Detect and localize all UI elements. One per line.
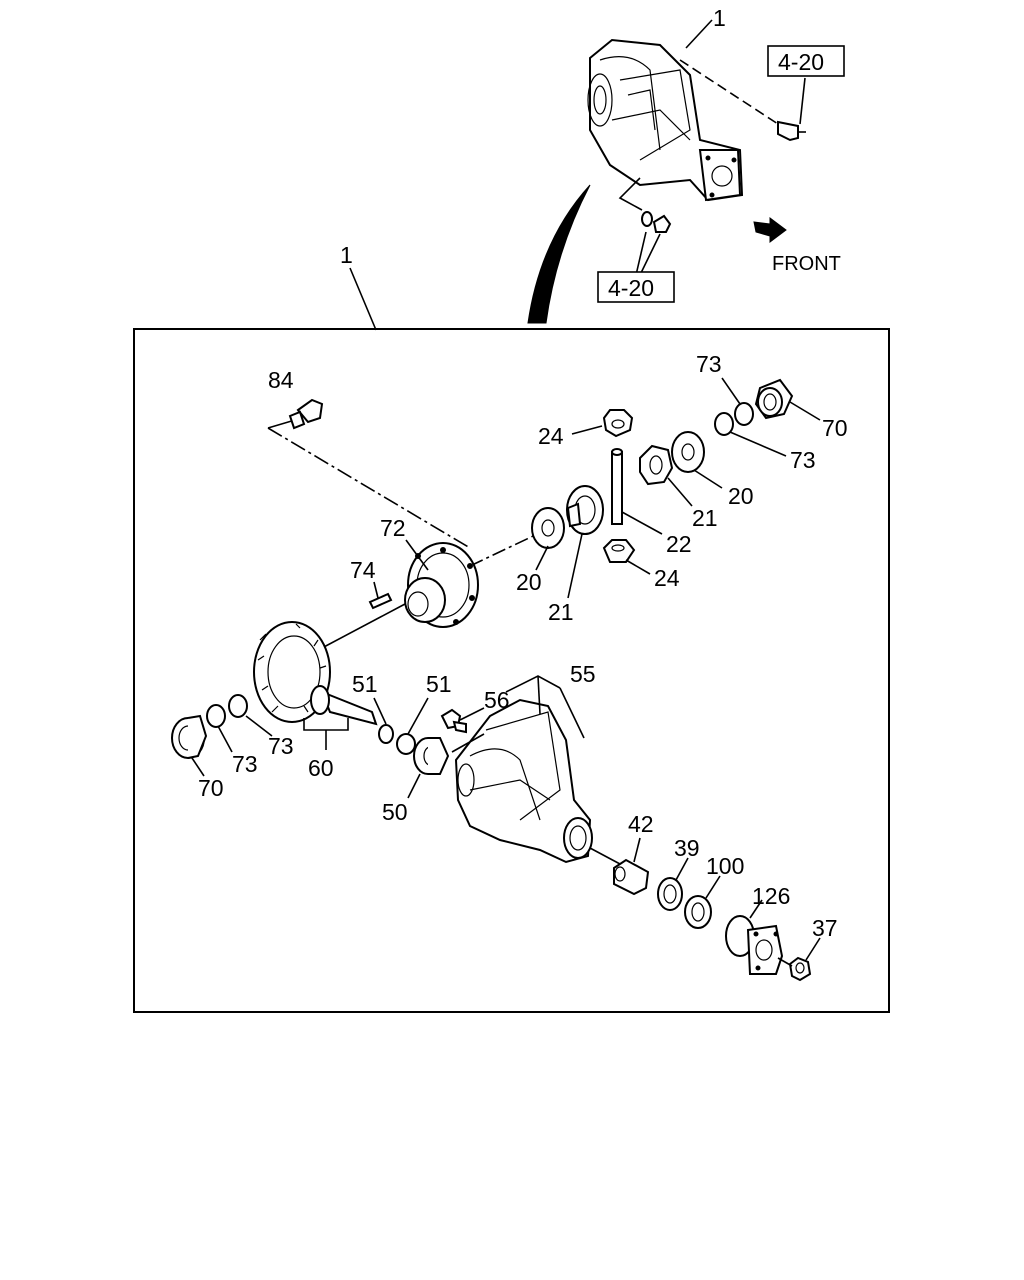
shim-51-a[interactable] <box>378 724 394 744</box>
differential-carrier-55[interactable] <box>454 698 593 864</box>
curved-transition-arrow-icon <box>527 184 591 324</box>
washer-73-left-outer[interactable] <box>228 694 248 718</box>
seal-100[interactable] <box>684 895 712 929</box>
side-gear-21-left[interactable] <box>566 485 604 535</box>
exploded-view-frame <box>133 328 890 1013</box>
bearing-70-right[interactable] <box>754 378 794 420</box>
callout-73-left-2: 73 <box>232 751 258 777</box>
differential-assembly-overview <box>587 38 806 276</box>
callout-24-top: 24 <box>538 423 564 449</box>
bearing-50[interactable] <box>413 737 450 775</box>
front-label: FRONT <box>772 253 841 275</box>
callout-39: 39 <box>674 835 700 861</box>
bolt-84[interactable] <box>288 398 324 430</box>
pinion-gear-24-top[interactable] <box>602 409 634 438</box>
washer-73-top-left[interactable] <box>714 412 734 436</box>
callout-126: 126 <box>752 883 790 909</box>
reference-box-bottom[interactable]: 4-20 <box>597 271 675 303</box>
callout-20-right: 20 <box>728 483 754 509</box>
shaft-22[interactable] <box>611 448 623 525</box>
thrust-washer-20-right[interactable] <box>671 431 705 473</box>
washer-73-top-right[interactable] <box>734 402 754 426</box>
front-arrow-icon <box>753 217 787 243</box>
front-direction-indicator: FRONT <box>753 217 841 275</box>
bearing-70-left[interactable] <box>171 714 208 759</box>
callout-60: 60 <box>308 755 334 781</box>
callout-20-left: 20 <box>516 569 542 595</box>
shim-51-b[interactable] <box>396 733 416 755</box>
retainer-72[interactable] <box>404 542 479 628</box>
bolt-56[interactable] <box>440 708 467 734</box>
callout-21-left: 21 <box>548 599 574 625</box>
pin-74[interactable] <box>368 592 393 610</box>
callout-70-left: 70 <box>198 775 224 801</box>
callout-assembly-top: 1 <box>713 5 726 31</box>
washer-73-left-inner[interactable] <box>206 704 226 728</box>
callout-73-top: 73 <box>696 351 722 377</box>
reference-box-top-right[interactable]: 4-20 <box>767 45 845 77</box>
side-gear-21-right[interactable] <box>639 444 674 486</box>
callout-55: 55 <box>570 661 596 687</box>
callout-84: 84 <box>268 367 294 393</box>
pinion-gear-24-bottom[interactable] <box>602 539 636 563</box>
companion-flange-126[interactable] <box>725 915 784 975</box>
reference-label-top-right: 4-20 <box>778 49 824 75</box>
callout-42: 42 <box>628 811 654 837</box>
gear-set-60[interactable] <box>253 621 378 726</box>
callout-51-a: 51 <box>352 671 378 697</box>
nut-37[interactable] <box>788 956 812 982</box>
callout-assembly-box: 1 <box>340 242 353 268</box>
callout-21-right: 21 <box>692 505 718 531</box>
bearing-39[interactable] <box>657 877 683 911</box>
callout-73-top-2: 73 <box>790 447 816 473</box>
callout-74: 74 <box>350 557 376 583</box>
reference-label-bottom: 4-20 <box>608 275 654 301</box>
callout-51-b: 51 <box>426 671 452 697</box>
callout-70-right: 70 <box>822 415 848 441</box>
thrust-washer-20-left[interactable] <box>531 507 565 549</box>
callout-50: 50 <box>382 799 408 825</box>
callout-37: 37 <box>812 915 838 941</box>
callout-72: 72 <box>380 515 406 541</box>
spacer-42[interactable] <box>613 858 650 896</box>
callout-24-bottom: 24 <box>654 565 680 591</box>
callout-100: 100 <box>706 853 744 879</box>
callout-22: 22 <box>666 531 692 557</box>
callout-73-left: 73 <box>268 733 294 759</box>
